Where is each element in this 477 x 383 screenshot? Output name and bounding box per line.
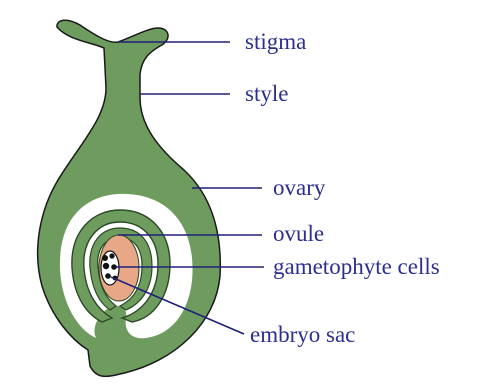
- style-label: style: [245, 81, 288, 106]
- stigma-label: stigma: [245, 29, 306, 54]
- ovary-label: ovary: [273, 175, 326, 200]
- gametophyte-cells-label: gametophyte cells: [273, 254, 440, 279]
- gametophyte-cell: [105, 273, 111, 279]
- gametophyte-cell: [102, 255, 108, 261]
- gametophyte-cell: [111, 264, 117, 270]
- gametophyte-cell: [109, 253, 114, 258]
- ovule-label: ovule: [273, 221, 324, 246]
- gametophyte-cell: [103, 263, 109, 269]
- embryo-sac-label: embryo sac: [250, 322, 355, 347]
